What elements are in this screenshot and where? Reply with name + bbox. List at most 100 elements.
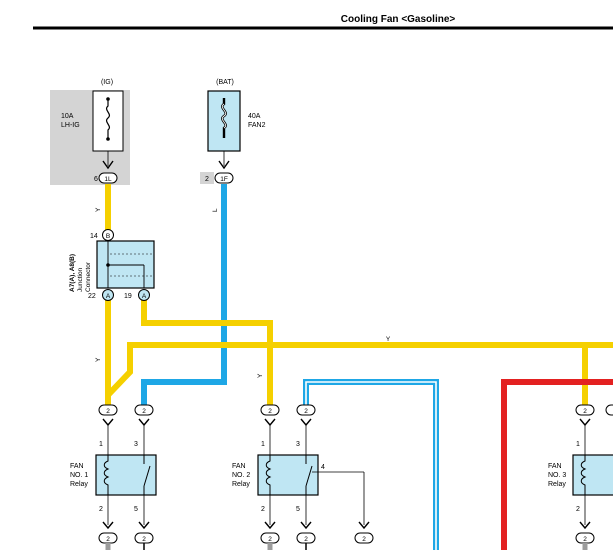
- relay1-line2: NO. 1: [70, 472, 88, 479]
- relay2-switch-icon: [305, 465, 313, 487]
- junction-bl-pin: 22: [88, 293, 96, 300]
- junction-body: [96, 240, 155, 289]
- relay2-line3: Relay: [232, 481, 250, 488]
- wire-label-y-1: Y: [95, 207, 102, 212]
- fuse-ig-terminal-bottom: [106, 137, 110, 141]
- connector-2-k-label: 2: [362, 536, 366, 543]
- relay-3: 1 FAN NO. 3 Relay 2: [548, 425, 613, 525]
- chevrons-bottom: [102, 521, 591, 530]
- connector-2-e: [575, 404, 595, 416]
- relay1-pin-1: 1: [99, 441, 103, 448]
- connector-2-i-label: 2: [268, 536, 272, 543]
- connector-row-bottom: 2 2 2 2 2 2: [98, 532, 595, 544]
- fuse-bat-connector-label: 1F: [220, 176, 228, 183]
- junction-splice: [106, 263, 110, 267]
- connector-2-a: [98, 404, 118, 416]
- junction-br-pin: 19: [124, 293, 132, 300]
- junction-connector: A7(A), A8(B) Junction Connector 14 B 22 …: [69, 229, 155, 301]
- fuse-ig-name: LH-IG: [61, 122, 80, 129]
- junction-br-connector: [138, 289, 150, 301]
- chevron-icon: [138, 521, 150, 530]
- relay2-coil-icon: [265, 455, 272, 495]
- relay3-body: [572, 454, 613, 496]
- relay2-pin-5: 5: [296, 506, 300, 513]
- fuse-ig: (IG) 10A LH-IG 6 1L: [50, 79, 130, 185]
- wire-y-bus-to-relay3: [105, 342, 588, 405]
- fuse-ig-element-icon: [105, 98, 111, 138]
- relay1-pin-3: 3: [134, 441, 138, 448]
- junction-br-conn: A: [142, 293, 147, 300]
- wire-label-l: L: [212, 208, 219, 212]
- chevron-icon: [102, 521, 114, 530]
- wire-label-y-3: Y: [257, 373, 264, 378]
- fuse-ig-terminal-top: [106, 97, 110, 101]
- junction-bl-conn: A: [106, 293, 111, 300]
- wire-red: [501, 379, 613, 550]
- relay2-pin-3: 3: [296, 441, 300, 448]
- relay1-pin-2: 2: [99, 506, 103, 513]
- relay2-line1: FAN: [232, 463, 246, 470]
- junction-label-1: A7(A), A8(B): [69, 254, 76, 292]
- fuse-ig-connector: [98, 172, 118, 184]
- fuse-bat-connector: [214, 172, 234, 184]
- connector-2-f: [605, 404, 613, 416]
- relay2-pin-4: 4: [321, 464, 325, 471]
- chevrons-top: [102, 418, 591, 427]
- relay3-line2: NO. 3: [548, 472, 566, 479]
- chevron-icon: [579, 418, 591, 427]
- chevron-icon: [264, 418, 276, 427]
- junction-bl-connector: [102, 289, 114, 301]
- fuse-bat-name: FAN2: [248, 122, 266, 129]
- chevron-icon: [358, 521, 370, 530]
- fuse-bat-pin-background: [200, 172, 214, 184]
- connector-2-g-label: 2: [106, 536, 110, 543]
- fuse-ig-connector-label: 1L: [104, 176, 112, 183]
- fuse-ig-source: (IG): [101, 79, 113, 86]
- connector-2-b-label: 2: [142, 408, 146, 415]
- chevron-icon: [300, 418, 312, 427]
- fuse-bat-chevron-icon: [218, 160, 230, 170]
- relay1-switch-icon: [143, 465, 151, 487]
- connector-2-j-label: 2: [304, 536, 308, 543]
- relay1-coil-icon: [103, 455, 110, 495]
- connector-2-c: [260, 404, 280, 416]
- relay2-pin-2: 2: [261, 506, 265, 513]
- connector-2-e-label: 2: [583, 408, 587, 415]
- connector-2-d-label: 2: [304, 408, 308, 415]
- relay2-line2: NO. 2: [232, 472, 250, 479]
- relay3-pin-2: 2: [576, 506, 580, 513]
- wire-label-y-2: Y: [95, 357, 102, 362]
- junction-top-conn: B: [106, 233, 110, 240]
- connector-2-b: [134, 404, 154, 416]
- chevron-icon: [300, 521, 312, 530]
- relay3-line1: FAN: [548, 463, 562, 470]
- relay1-line1: FAN: [70, 463, 84, 470]
- fuse-bat-element-inner: [221, 103, 227, 129]
- connector-2-a-label: 2: [106, 408, 110, 415]
- connector-2-d: [296, 404, 316, 416]
- connector-2-h-label: 2: [142, 536, 146, 543]
- relay2-pin-1: 1: [261, 441, 265, 448]
- connector-2-l-label: 2: [583, 536, 587, 543]
- relay-1: 1 3 FAN NO. 1 Relay 2 5: [70, 425, 157, 525]
- wire-l-relay2-loop-stripe: [305, 381, 437, 550]
- wire-label-y-bus: Y: [386, 336, 391, 343]
- junction-label-2: Junction: [77, 267, 84, 292]
- relay1-pin-5: 5: [134, 506, 138, 513]
- relay1-line3: Relay: [70, 481, 88, 488]
- fuse-bat-amp: 40A: [248, 113, 261, 120]
- page-title: Cooling Fan <Gasoline>: [341, 14, 456, 25]
- chevron-icon: [264, 521, 276, 530]
- chevron-icon: [102, 418, 114, 427]
- relay3-coil-icon: [580, 455, 587, 495]
- wire-y-junction-to-relay2: [141, 300, 273, 405]
- connector-2-k: [354, 532, 374, 544]
- connector-row-top: 2 2 2 2 2: [98, 404, 613, 416]
- junction-top-pin: 14: [90, 233, 98, 240]
- fuse-ig-amp: 10A: [61, 113, 74, 120]
- fuse-bat-pin: 2: [205, 176, 209, 183]
- junction-label-3: Connector: [85, 261, 92, 292]
- connector-2-c-label: 2: [268, 408, 272, 415]
- fuse-bat-source: (BAT): [216, 79, 234, 86]
